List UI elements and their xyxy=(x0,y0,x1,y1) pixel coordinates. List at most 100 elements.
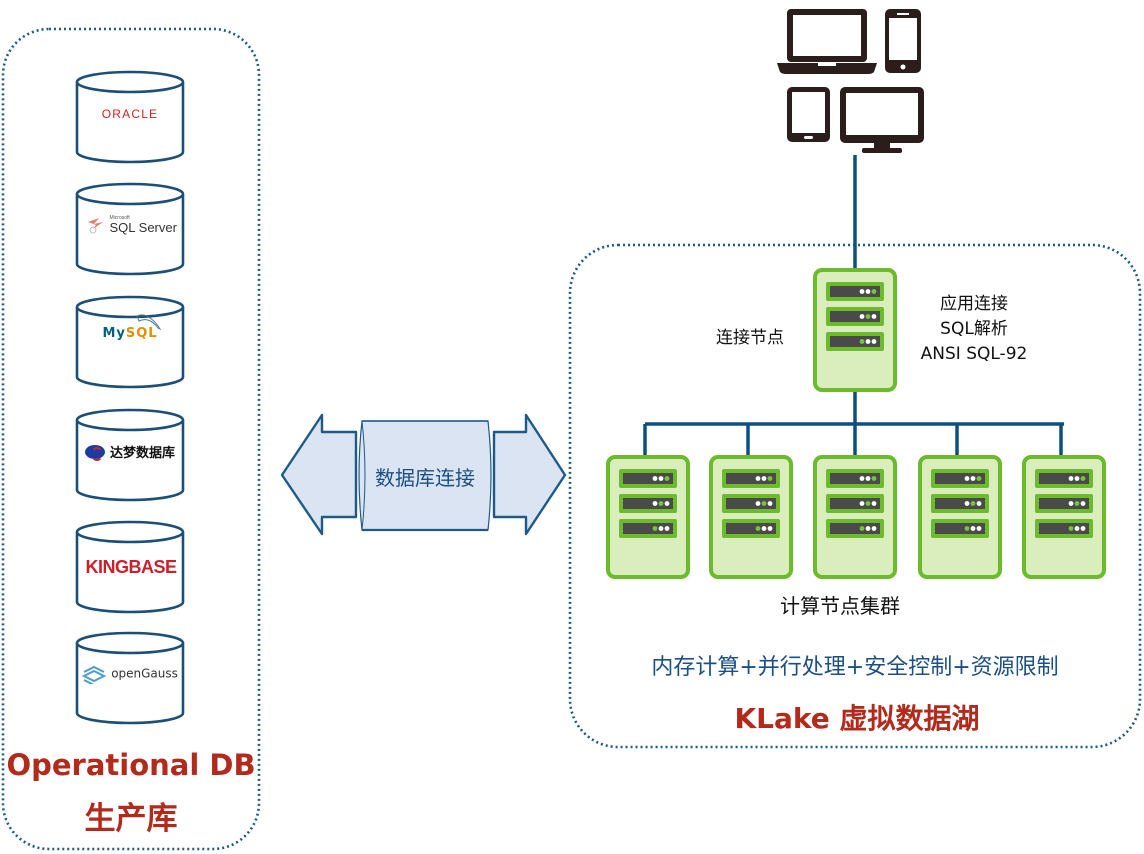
status-led xyxy=(658,501,664,506)
cluster-drop-lines xyxy=(643,424,1063,457)
db-mysql-logo: MySQL xyxy=(78,314,182,341)
db-sqlserver-logo: Microsoft SQL Server xyxy=(80,216,184,234)
status-led xyxy=(964,501,970,506)
status-led xyxy=(664,526,670,531)
status-led xyxy=(859,501,865,506)
dameng-name: 达梦数据库 xyxy=(110,446,176,461)
connect-node-server xyxy=(813,268,897,392)
status-led xyxy=(652,526,658,531)
status-led xyxy=(761,476,767,481)
status-led xyxy=(964,526,970,531)
status-led xyxy=(865,314,871,319)
tablet-icon xyxy=(787,87,830,142)
status-led xyxy=(871,339,877,344)
compute-node-server-3 xyxy=(813,455,897,579)
client-devices xyxy=(777,9,924,153)
sqlserver-icon xyxy=(87,216,105,234)
status-led xyxy=(859,314,865,319)
compute-node-server-5 xyxy=(1022,455,1106,579)
status-led xyxy=(865,526,871,531)
database-connection-arrow xyxy=(280,413,567,536)
cylinder-dameng xyxy=(75,408,185,502)
status-led xyxy=(865,339,871,344)
status-led xyxy=(976,476,982,481)
mysql-dolphin-icon xyxy=(136,314,162,331)
cylinder-oracle xyxy=(75,70,185,164)
status-led xyxy=(664,476,670,481)
kingbase-name: KINGBASE xyxy=(85,557,177,577)
status-led xyxy=(865,289,871,294)
operational-db-title: Operational DB xyxy=(0,748,262,782)
status-led xyxy=(865,501,871,506)
connect-node-features: 应用连接 SQL解析 ANSI SQL-92 xyxy=(900,292,1048,367)
status-led xyxy=(1080,476,1086,481)
status-led xyxy=(976,526,982,531)
database-cylinders xyxy=(75,70,185,725)
status-led xyxy=(970,526,976,531)
status-led xyxy=(970,476,976,481)
production-db-title: 生产库 xyxy=(0,793,262,838)
status-led xyxy=(871,289,877,294)
status-led xyxy=(767,501,773,506)
servers xyxy=(606,268,1106,579)
cylinder-opengauss xyxy=(75,631,185,725)
laptop-icon xyxy=(777,9,877,74)
status-led xyxy=(871,314,877,319)
compute-cluster-label: 计算节点集群 xyxy=(780,594,900,618)
status-led xyxy=(1068,476,1074,481)
status-led xyxy=(871,476,877,481)
status-led xyxy=(755,501,761,506)
feature-ansi-sql: ANSI SQL-92 xyxy=(920,344,1028,364)
status-led xyxy=(755,526,761,531)
status-led xyxy=(859,476,865,481)
status-led xyxy=(1074,526,1080,531)
feature-app-connection: 应用连接 xyxy=(940,294,1008,314)
database-connection-label: 数据库连接 xyxy=(375,466,475,490)
db-dameng-logo: 达梦数据库 xyxy=(78,441,182,461)
status-led xyxy=(859,289,865,294)
connect-node-label: 连接节点 xyxy=(716,328,784,348)
compute-node-server-2 xyxy=(709,455,793,579)
status-led xyxy=(664,501,670,506)
sqlserver-name: SQL Server xyxy=(109,220,177,235)
cylinder-sqlserver xyxy=(75,182,185,276)
status-led xyxy=(1074,476,1080,481)
status-led xyxy=(652,501,658,506)
right-arrow-head xyxy=(492,413,567,536)
status-led xyxy=(767,476,773,481)
feature-sql-parse: SQL解析 xyxy=(940,319,1008,339)
mysql-name: MySQL xyxy=(102,326,158,341)
connection-pipe-edge xyxy=(361,420,366,531)
opengauss-name: openGauss xyxy=(111,666,178,681)
title-en: Operational DB xyxy=(6,748,256,782)
status-led xyxy=(871,526,877,531)
status-led xyxy=(658,476,664,481)
status-led xyxy=(1074,501,1080,506)
status-led xyxy=(976,501,982,506)
status-led xyxy=(761,526,767,531)
status-led xyxy=(767,526,773,531)
status-led xyxy=(1080,526,1086,531)
status-led xyxy=(970,501,976,506)
operational-db-frame xyxy=(1,27,261,851)
db-oracle-logo: ORACLE xyxy=(76,107,184,121)
status-led xyxy=(658,526,664,531)
status-led xyxy=(761,501,767,506)
status-led xyxy=(1068,526,1074,531)
status-led xyxy=(871,501,877,506)
status-led xyxy=(755,476,761,481)
monitor-icon xyxy=(840,87,924,153)
klake-features: 内存计算+并行处理+安全控制+资源限制 xyxy=(651,655,1059,680)
status-led xyxy=(865,476,871,481)
db-opengauss-logo: openGauss xyxy=(78,663,182,686)
status-led xyxy=(652,476,658,481)
status-led xyxy=(859,339,865,344)
status-led xyxy=(964,476,970,481)
db-kingbase-logo: KINGBASE xyxy=(76,557,186,578)
oracle-logo: ORACLE xyxy=(101,107,159,121)
klake-title: KLake 虚拟数据湖 xyxy=(734,702,980,735)
status-led xyxy=(859,526,865,531)
status-led xyxy=(1068,501,1074,506)
cylinder-mysql xyxy=(75,295,185,389)
